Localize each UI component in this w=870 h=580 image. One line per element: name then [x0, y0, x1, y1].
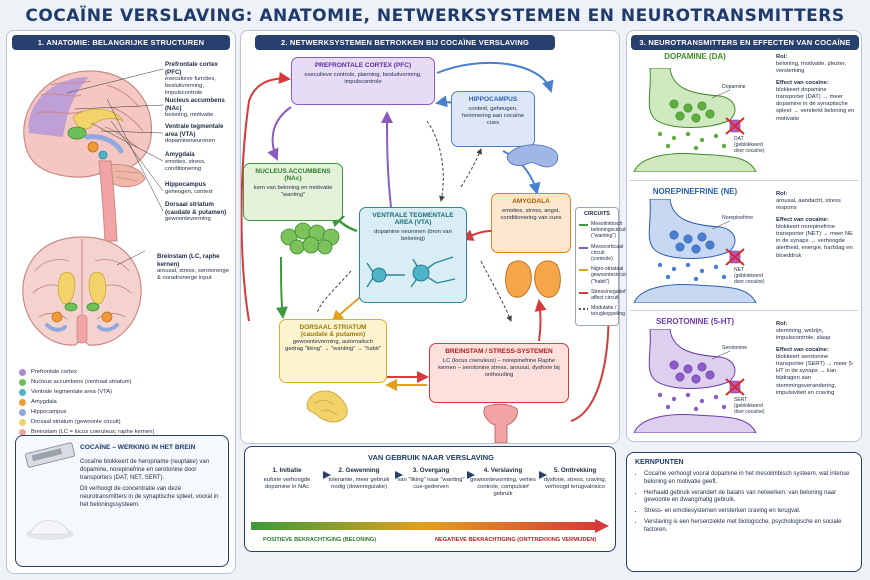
vesicle-label: Serotonine [722, 345, 748, 351]
synapse-illustration [633, 329, 757, 433]
key-point: Stress- en emotiesystemen versterken cra… [644, 508, 855, 516]
circuit-swatch [579, 269, 588, 272]
circuit-swatch [579, 308, 588, 311]
transporter-label: DAT(geblokkeerd door cocaïne) [734, 136, 765, 154]
brainstem-illustration [483, 403, 518, 443]
label-hippocampus: Hippocampus geheugen, context [165, 181, 213, 195]
key-point: Verslaving is een hersenziekte met biolo… [644, 519, 855, 535]
amygdala-node: AMYGDALA emoties, stress, angst, conditi… [491, 193, 571, 253]
cocaine-box-text: Cocaïne blokkeert de heropname (reuptake… [80, 459, 219, 508]
circuit-item: Mesocorticaal circuit (controle) [579, 244, 623, 263]
legend-item: Prefrontale cortex [19, 367, 229, 377]
cocaine-box-title: COCAÏNE – WERKING IN HET BREIN [80, 444, 196, 451]
legend-item: Ventrale tegmentale area (VTA) [19, 387, 229, 397]
key-points-panel: KERNPUNTEN Cocaïne verhoogt vooral dopam… [626, 452, 862, 572]
label-dorsal-striatum: Dorsaal striatum(caudate & putamen) gewo… [165, 201, 227, 222]
page-title: COCAÏNE VERSLAVING: ANATOMIE, NETWERKSYS… [25, 6, 845, 26]
vta-node: VENTRALE TEGMENTALE AREA (VTA) dopamine … [359, 207, 467, 303]
network-panel: 2. NETWERKSYSTEMEN BETROKKEN BIJ COCAÏNE… [240, 30, 627, 444]
vesicle-label: Dopamine [722, 84, 746, 90]
cocaine-powder-icon [26, 520, 74, 540]
circuits-legend: CIRCUITS Mesolimbisch beloningscircuit (… [575, 207, 627, 326]
circuit-item: Stress/negatief affect circuit [579, 289, 626, 301]
nac-cell-cluster [280, 222, 340, 255]
legend-swatch [19, 418, 26, 426]
sagittal-labels: Prefrontale cortex(PFC) executieve funct… [165, 61, 235, 223]
dorsal-striatum-node: DORSAAL STRIATUM(caudate & putamen) gewo… [279, 319, 387, 383]
progression-title: VAN GEBRUIK NAAR VERSLAVING [368, 453, 494, 462]
nt-name: SEROTONINE (5-HT) [655, 317, 735, 326]
legend-item: Breinstam (LC = locus coeruleus; raphe k… [19, 427, 229, 437]
negative-reinforcement-label: NEGATIEVE BEKRACHTIGING (ONTTREKKING VER… [435, 537, 597, 543]
anatomy-legend: Prefrontale cortex Nucleus accumbens (ve… [19, 367, 229, 437]
nt-description: Rol:beloning, motivatie, plezier, verste… [776, 54, 855, 122]
amygdala-illustration [505, 260, 561, 298]
anatomy-panel: 1. ANATOMIE: BELANGRIJKE STRUCTUREN Pref… [6, 30, 236, 574]
anatomy-panel-header: 1. ANATOMIE: BELANGRIJKE STRUCTUREN [12, 35, 230, 50]
circuit-item: Mesolimbisch beloningscircuit ("wanting"… [579, 221, 627, 240]
dorsal-striatum-illustration [306, 390, 348, 423]
key-points-title: KERNPUNTEN [635, 459, 684, 466]
nac-node: NUCLEUS ACCUMBENS (NAc) kern van belonin… [243, 163, 343, 221]
circuit-swatch [579, 246, 588, 249]
legend-item: Hippocampus [19, 407, 229, 417]
label-pfc: Prefrontale cortex(PFC) executieve funct… [165, 61, 218, 96]
vta-neuron-illustration [366, 256, 456, 288]
legend-item: Dorsaal striatum (gewoonte circuit) [19, 417, 229, 427]
synapse-illustration [633, 68, 757, 172]
nt-name: NOREPINEFRINE (NE) [652, 187, 738, 196]
legend-swatch [19, 428, 26, 436]
circuit-swatch [579, 224, 588, 226]
cocaine-bag-icon [25, 442, 75, 468]
circuit-item: Modulatie / terugkoppeling [579, 305, 625, 317]
progression-panel: VAN GEBRUIK NAAR VERSLAVING 1. Initiatie… [244, 446, 616, 552]
hippocampus-illustration [506, 144, 559, 168]
positive-reinforcement-label: POSITIEVE BEKRACHTIGING (BELONING) [263, 537, 377, 543]
legend-swatch [19, 408, 26, 416]
label-leader-lines [67, 68, 164, 212]
neurotransmitter-panel-header: 3. NEUROTRANSMITTERS EN EFFECTEN VAN COC… [631, 35, 859, 50]
hippocampus-node: HIPPOCAMPUS context, geheugen, herinneri… [451, 91, 535, 147]
label-brainstem: Breinstam (LC, raphe kernen) arousal, st… [157, 253, 229, 281]
sagittal-brain-illustration [23, 70, 153, 242]
coronal-brain-illustration [22, 236, 146, 346]
legend-swatch [19, 398, 26, 406]
brainstem-node: BREINSTAM / STRESS-SYSTEMEN LC (locus co… [429, 343, 569, 403]
key-point: Herhaald gebruik verandert de balans van… [644, 490, 855, 506]
legend-swatch [19, 388, 26, 396]
synapse-illustration [633, 199, 757, 303]
label-nac: Nucleus accumbens (NAc) beloning, motiva… [165, 97, 225, 118]
transporter-label: SERT(geblokkeerd door cocaïne) [734, 397, 765, 415]
legend-swatch [19, 378, 26, 386]
nt-description: Rol:stemming, welzijn, impulscontrole, s… [776, 321, 854, 396]
label-amygdala: Amygdala emoties, stress, conditionering [165, 151, 206, 172]
legend-item: Nucleus accumbens (ventraal striatum) [19, 377, 229, 387]
vesicle-label: Norepinefrine [722, 215, 754, 221]
nt-name: DOPAMINE (DA) [664, 52, 726, 61]
legend-swatch [19, 368, 26, 376]
legend-item: Amygdala [19, 397, 229, 407]
key-points-list: Cocaïne verhoogt vooral dopamine in het … [635, 471, 855, 535]
reinforcement-gradient-arrow [251, 519, 609, 533]
circuits-title: CIRCUITS [584, 211, 610, 217]
pfc-node: PREFRONTALE CORTEX (PFC) executieve cont… [291, 57, 435, 105]
circuit-item: Nigro-striataal gewoontecircuit ("habit"… [579, 266, 627, 285]
key-point: Cocaïne verhoogt vooral dopamine in het … [644, 471, 855, 487]
transporter-label: NET(geblokkeerd door cocaïne) [734, 267, 765, 285]
network-panel-header: 2. NETWERKSYSTEMEN BETROKKEN BIJ COCAÏNE… [255, 35, 555, 50]
circuit-swatch [579, 291, 588, 294]
progression-stage-arrows [323, 471, 547, 479]
cocaine-info-box: COCAÏNE – WERKING IN HET BREIN Cocaïne b… [15, 435, 229, 567]
